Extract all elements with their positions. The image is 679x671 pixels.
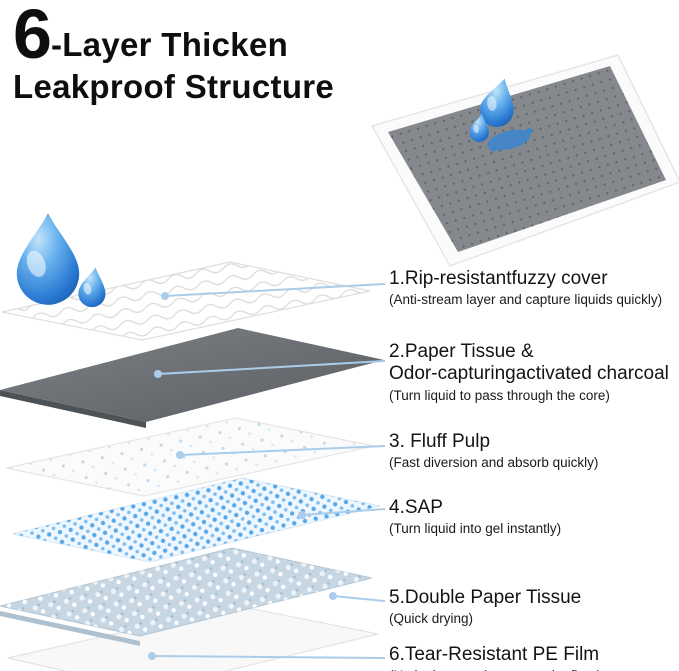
layer-2-title: 2.Paper Tissue & Odor-capturingactivated… — [389, 341, 669, 385]
page-title: 6 -Layer Thicken Leakproof Structure — [13, 0, 335, 107]
pad-top-view — [370, 54, 679, 267]
leader-lines — [148, 283, 386, 660]
layer-label-5: 5.Double Paper Tissue (Quick drying) — [389, 587, 677, 628]
layer-6-subtitle: (No leakage to the protect the floor) — [389, 668, 677, 671]
layer-3-subtitle: (Fast diversion and absorb quickly) — [389, 455, 599, 471]
layer-1-subtitle: (Anti-stream layer and capture liquids q… — [389, 292, 663, 308]
layer-2-subtitle: (Turn liquid to pass through the core) — [389, 387, 610, 403]
pad-water-drops-icon — [469, 78, 532, 152]
layer-4-subtitle: (Turn liquid into gel instantly) — [389, 521, 562, 537]
title-line1: -Layer Thicken — [50, 25, 289, 63]
layer-sheet-1-fuzzy-cover — [1, 261, 371, 341]
water-drop-icon — [16, 213, 106, 308]
layer-5-title: 5.Double Paper Tissue — [389, 587, 582, 608]
layer-4-title: 4.SAP — [389, 497, 443, 518]
layer-sheet-3-fluff-pulp — [5, 417, 375, 497]
title-number: 6 — [13, 0, 52, 73]
layer-sheet-4-sap — [11, 477, 381, 563]
layer-label-2: 2.Paper Tissue & Odor-capturingactivated… — [389, 341, 677, 404]
layer-sheet-2-charcoal — [0, 328, 384, 428]
layer-label-6: 6.Tear-Resistant PE Film (No leakage to … — [389, 644, 677, 671]
layer-6-title: 6.Tear-Resistant PE Film — [389, 644, 600, 665]
layer-3-title: 3. Fluff Pulp — [389, 431, 491, 452]
layer-label-1: 1.Rip-resistantfuzzy cover (Anti-stream … — [389, 268, 677, 309]
title-line2: Leakproof Structure — [13, 67, 335, 105]
layer-1-title: 1.Rip-resistantfuzzy cover — [389, 268, 608, 289]
layer-5-subtitle: (Quick drying) — [389, 611, 474, 627]
layer-sheet-5-double-paper-tissue — [0, 547, 373, 646]
layer-label-4: 4.SAP (Turn liquid into gel instantly) — [389, 497, 677, 538]
layer-label-3: 3. Fluff Pulp (Fast diversion and absorb… — [389, 431, 677, 472]
